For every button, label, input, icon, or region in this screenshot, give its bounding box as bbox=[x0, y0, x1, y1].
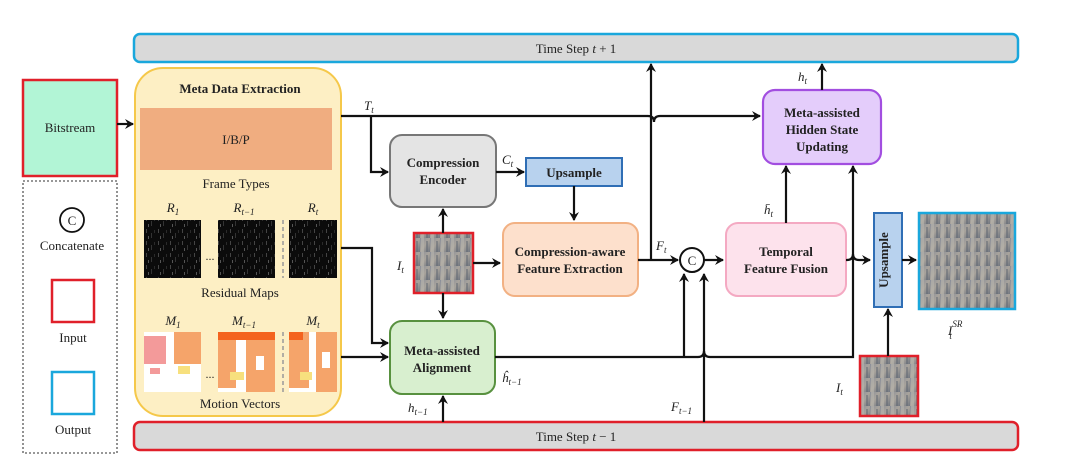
upsample-top-block: Upsample bbox=[525, 157, 623, 187]
meta-data-extraction-panel: Meta Data Extraction I/B/P Frame Types R… bbox=[134, 67, 342, 417]
h-t-label: ht bbox=[798, 69, 808, 86]
residual-map-t bbox=[289, 220, 337, 278]
svg-text:Feature Fusion: Feature Fusion bbox=[744, 261, 829, 276]
svg-text:Compression: Compression bbox=[407, 155, 480, 170]
svg-text:Feature Extraction: Feature Extraction bbox=[517, 261, 623, 276]
motion-map-1 bbox=[144, 332, 201, 392]
frame-types-caption: Frame Types bbox=[202, 176, 269, 191]
h-bar-t-label: h̄t bbox=[764, 202, 774, 219]
C-t-label: Ct bbox=[502, 152, 514, 169]
meta-title: Meta Data Extraction bbox=[179, 81, 301, 96]
residual-label-1: R1 bbox=[166, 200, 179, 217]
h-t-1-label: ht−1 bbox=[408, 400, 428, 417]
concat-node: C bbox=[679, 247, 705, 273]
svg-text:Meta-assisted: Meta-assisted bbox=[404, 343, 481, 358]
motion-map-t bbox=[289, 332, 337, 392]
svg-text:Updating: Updating bbox=[796, 139, 849, 154]
legend-input-label: Input bbox=[59, 330, 87, 345]
bitstream-input: Bitstream bbox=[21, 78, 119, 178]
T-t-label: Tt bbox=[364, 98, 374, 115]
h-hat-t-1-label: ĥt−1 bbox=[502, 370, 522, 387]
F-t-1-label: Ft−1 bbox=[670, 399, 692, 416]
svg-text:Encoder: Encoder bbox=[420, 172, 467, 187]
compression-aware-feature-extraction-block: Compression-aware Feature Extraction bbox=[502, 222, 639, 297]
svg-text:Upsample: Upsample bbox=[546, 165, 602, 180]
legend-concat-label: Concatenate bbox=[40, 238, 104, 253]
svg-text:I/B/P: I/B/P bbox=[222, 132, 249, 147]
svg-text:Hidden State: Hidden State bbox=[786, 122, 859, 137]
svg-text:Upsample: Upsample bbox=[876, 232, 891, 288]
meta-assisted-alignment-block: Meta-assisted Alignment bbox=[389, 320, 496, 395]
frame-type-box bbox=[140, 108, 332, 170]
residual-map-t-1 bbox=[218, 220, 275, 278]
timestep-next-label: Time Step t + 1 bbox=[536, 41, 617, 56]
residual-label-t-1: Rt−1 bbox=[232, 200, 254, 217]
svg-text:C: C bbox=[688, 253, 697, 268]
svg-text:Alignment: Alignment bbox=[413, 360, 472, 375]
output-swatch-icon bbox=[50, 370, 96, 416]
arrow-residual-to-alignment bbox=[341, 246, 389, 348]
arrow-tff-to-upsample bbox=[846, 253, 871, 265]
I-t-label-center: It bbox=[396, 258, 404, 275]
timestep-next-bar: Time Step t + 1 bbox=[132, 32, 1020, 64]
svg-text:Temporal: Temporal bbox=[759, 244, 813, 259]
residual-caption: Residual Maps bbox=[201, 285, 279, 300]
legend-output-label: Output bbox=[55, 422, 92, 437]
meta-assisted-hidden-state-updating-block: Meta-assisted Hidden State Updating bbox=[761, 88, 883, 166]
F-t-label: Ft bbox=[655, 238, 667, 255]
concat-icon bbox=[59, 207, 85, 233]
svg-text:...: ... bbox=[206, 367, 215, 381]
residual-map-1 bbox=[144, 220, 201, 278]
temporal-feature-fusion-block: Temporal Feature Fusion bbox=[725, 222, 847, 297]
timestep-prev-label: Time Step t − 1 bbox=[536, 429, 617, 444]
I-t-label-right: It bbox=[835, 380, 843, 397]
svg-text:Meta-assisted: Meta-assisted bbox=[784, 105, 861, 120]
svg-text:C: C bbox=[68, 213, 77, 228]
svg-text:Compression-aware: Compression-aware bbox=[515, 244, 626, 259]
input-frame-right: It bbox=[835, 354, 920, 418]
input-frame-center: It bbox=[396, 231, 475, 295]
input-swatch-icon bbox=[50, 278, 96, 324]
timestep-prev-bar: Time Step t − 1 bbox=[132, 420, 1020, 452]
bitstream-label: Bitstream bbox=[45, 120, 96, 135]
motion-caption: Motion Vectors bbox=[200, 396, 280, 411]
svg-text:...: ... bbox=[206, 249, 215, 263]
motion-map-t-1 bbox=[218, 332, 275, 392]
compression-encoder-block: Compression Encoder bbox=[389, 134, 497, 208]
motion-label-t-1: Mt−1 bbox=[231, 313, 256, 330]
legend: C Concatenate Input Output bbox=[22, 180, 118, 454]
residual-label-t: Rt bbox=[307, 200, 319, 217]
upsample-right-block: Upsample bbox=[873, 212, 903, 308]
motion-label-1: M1 bbox=[164, 313, 180, 330]
motion-label-t: Mt bbox=[305, 313, 320, 330]
